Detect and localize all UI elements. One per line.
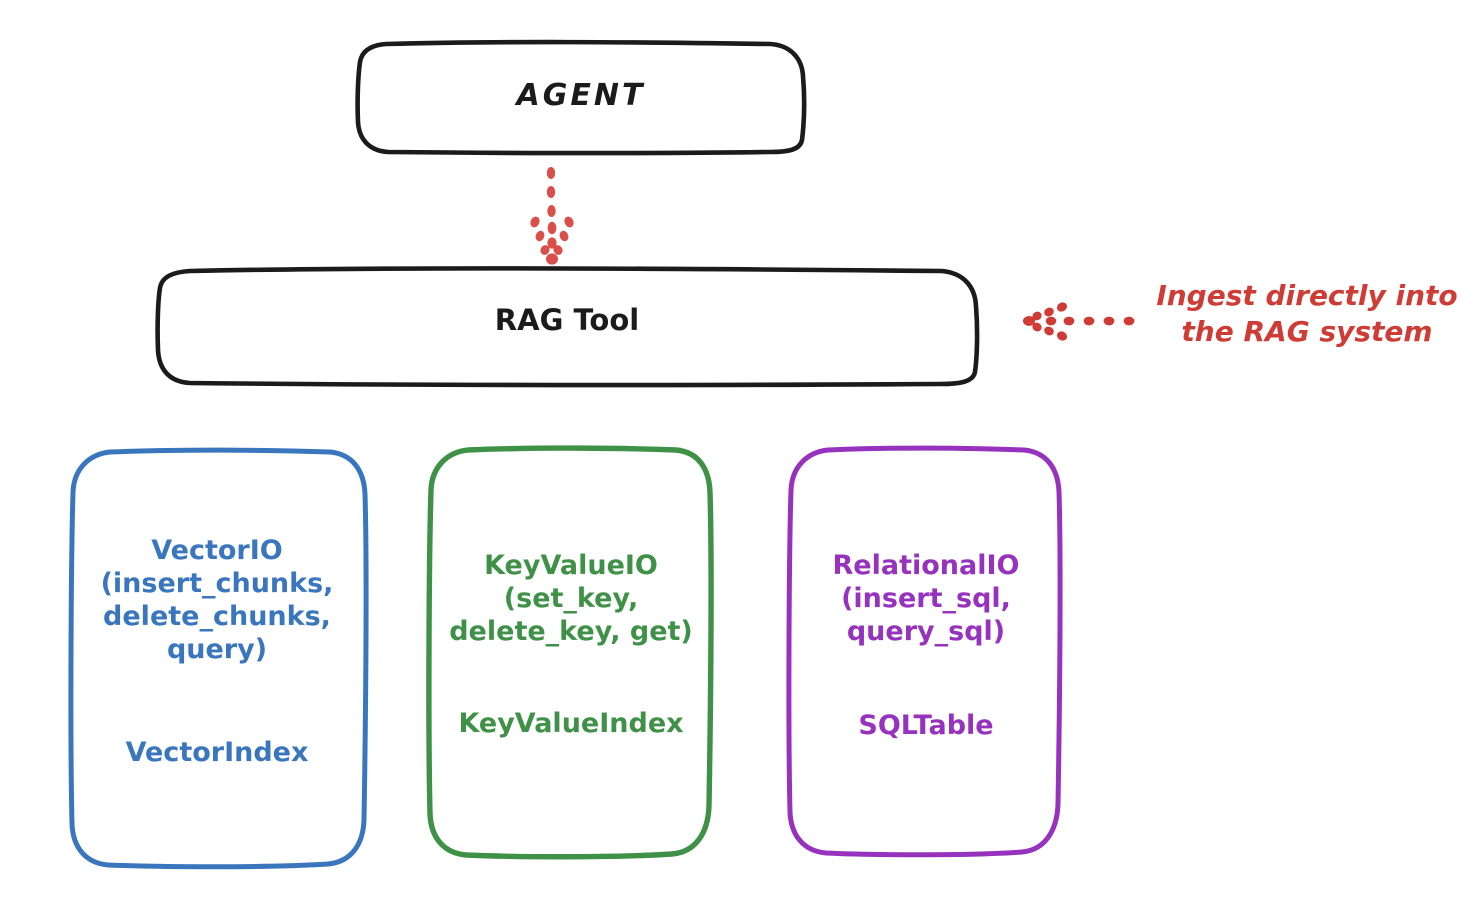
ingest-arrow <box>1023 302 1135 341</box>
vector-io-box[interactable] <box>68 447 369 870</box>
relational-io-box[interactable] <box>786 445 1063 858</box>
rag-tool-box[interactable] <box>155 266 980 388</box>
agent-to-rag-arrow <box>530 167 574 265</box>
agent-box[interactable] <box>355 39 807 156</box>
keyvalue-io-box[interactable] <box>426 445 714 860</box>
